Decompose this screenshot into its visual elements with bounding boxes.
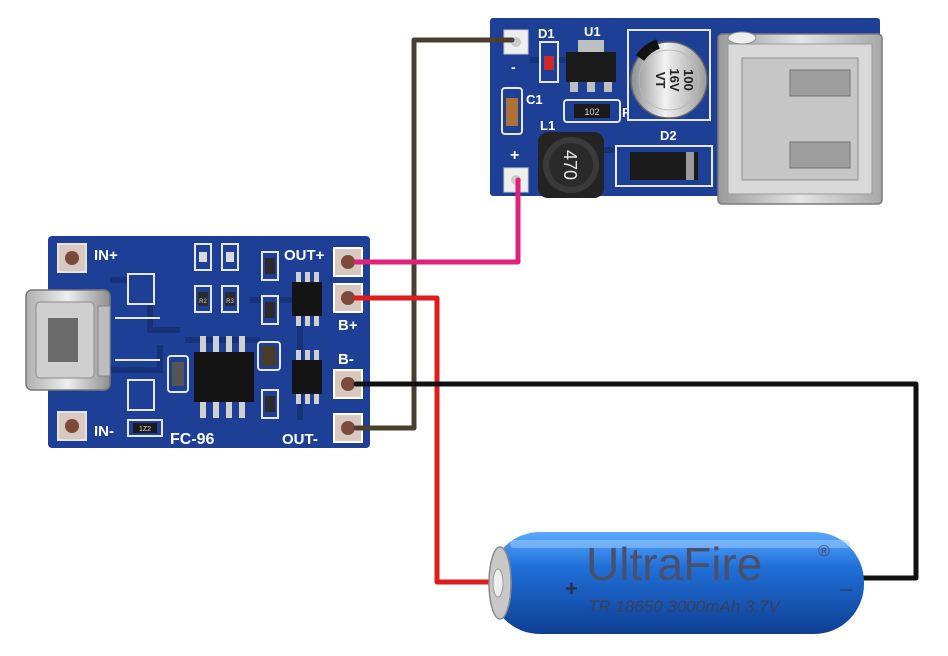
electrolytic-capacitor: 100 16V VT [627, 29, 711, 121]
in-plus-label: IN+ [94, 247, 118, 264]
d1-label: D1 [538, 26, 555, 41]
protection-ic-top [292, 272, 322, 326]
battery-plus-mark: + [565, 576, 578, 601]
cap-value: 100 [681, 69, 696, 91]
resistor-code-r3: R3 [226, 299, 234, 305]
micro-usb-connector[interactable] [25, 289, 111, 391]
bottom-resistor-code: 1Z2 [139, 426, 151, 433]
battery-minus-mark: _ [839, 568, 853, 593]
out-minus-label: OUT- [282, 431, 318, 448]
charger-model-label: FC-96 [170, 431, 215, 448]
r1-code: 102 [584, 107, 599, 117]
wire-b-plus-to-battery-plus [353, 295, 499, 585]
boost-module: - + C1 D1 U1 102 R1 L1 [490, 18, 883, 205]
boost-minus-label: - [511, 59, 516, 75]
battery-brand: UltraFire [586, 538, 762, 590]
b-minus-pad[interactable] [333, 369, 363, 399]
battery-positive-terminal[interactable] [488, 546, 512, 620]
usb-a-port[interactable] [717, 31, 883, 205]
cap-series: VT [653, 72, 668, 89]
charger-ic [194, 336, 254, 418]
d2-label: D2 [660, 128, 677, 143]
u1-chip [566, 40, 616, 92]
wire-out-plus-to-boost-plus [353, 177, 521, 265]
tiny-resistors: R2 R3 [194, 285, 239, 313]
usb-pad-bottom [127, 379, 155, 411]
status-leds [194, 243, 239, 271]
b-plus-label: B+ [338, 317, 358, 334]
boost-plus-label: + [510, 147, 519, 164]
battery-spec: TR 18650 3000mAh 3.7V [588, 597, 782, 616]
inductor-code: 470 [560, 150, 580, 180]
battery-registered-mark: ® [818, 543, 830, 560]
protection-ic-bottom [292, 350, 322, 404]
battery-18650: UltraFire ® TR 18650 3000mAh 3.7V + _ [488, 532, 864, 634]
wires [353, 37, 919, 585]
charger-smd-column [257, 251, 281, 419]
inductor-l1: 470 [538, 132, 604, 198]
u1-label: U1 [584, 24, 601, 39]
wire-b-minus-to-battery-minus [353, 381, 919, 581]
c1-label: C1 [526, 92, 543, 107]
in-plus-pad[interactable] [57, 243, 87, 273]
resistor-code-r2: R2 [199, 299, 207, 305]
wire-out-minus-to-boost-minus [353, 37, 515, 431]
out-plus-label: OUT+ [284, 247, 325, 264]
charger-module: IN+ IN- R2 R3 [25, 236, 370, 448]
l1-label: L1 [540, 118, 555, 133]
in-minus-label: IN- [94, 423, 114, 440]
b-minus-label: B- [338, 351, 354, 368]
cap-voltage: 16V [667, 68, 682, 91]
usb-pad-top [127, 273, 155, 305]
battery-body [490, 532, 864, 634]
in-minus-pad[interactable] [57, 411, 87, 441]
